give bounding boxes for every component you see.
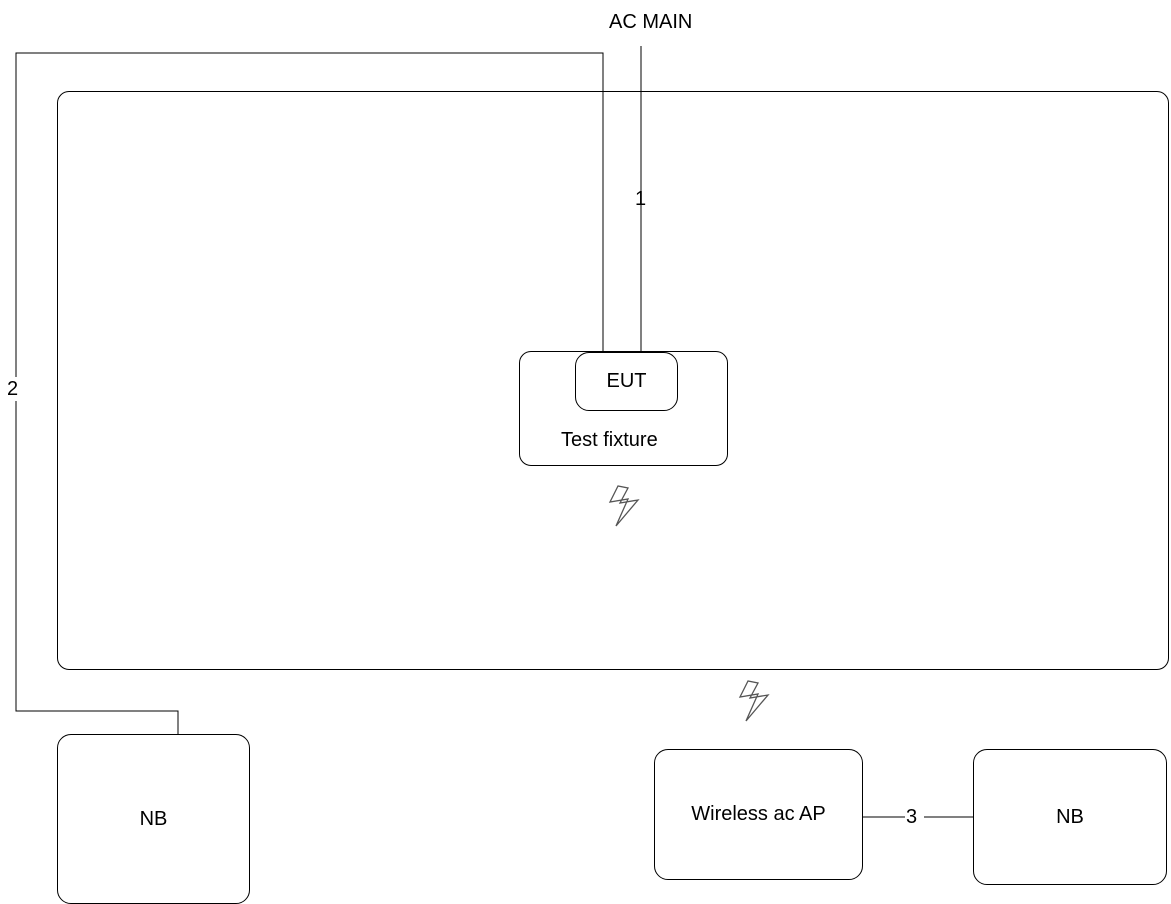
notebook-left-box: NB: [57, 734, 250, 904]
cable-3-label: 3: [906, 806, 918, 828]
notebook-right-box: NB: [973, 749, 1167, 885]
notebook-right-label: NB: [1056, 805, 1084, 828]
cable-2-line: [15, 52, 604, 734]
cable-1-label: 1: [635, 188, 647, 210]
ac-main-label: AC MAIN: [609, 11, 693, 33]
cable-2-label: 2: [7, 377, 19, 401]
eut-label: EUT: [606, 370, 647, 392]
test-fixture-label: Test fixture: [561, 429, 658, 451]
lightning-bolt-icon: [608, 485, 640, 527]
access-point-label: Wireless ac AP: [691, 803, 826, 825]
access-point-box: Wireless ac AP: [654, 749, 863, 880]
lightning-bolt-icon: [738, 680, 770, 722]
eut-box: EUT: [575, 352, 678, 411]
notebook-left-label: NB: [139, 807, 168, 830]
